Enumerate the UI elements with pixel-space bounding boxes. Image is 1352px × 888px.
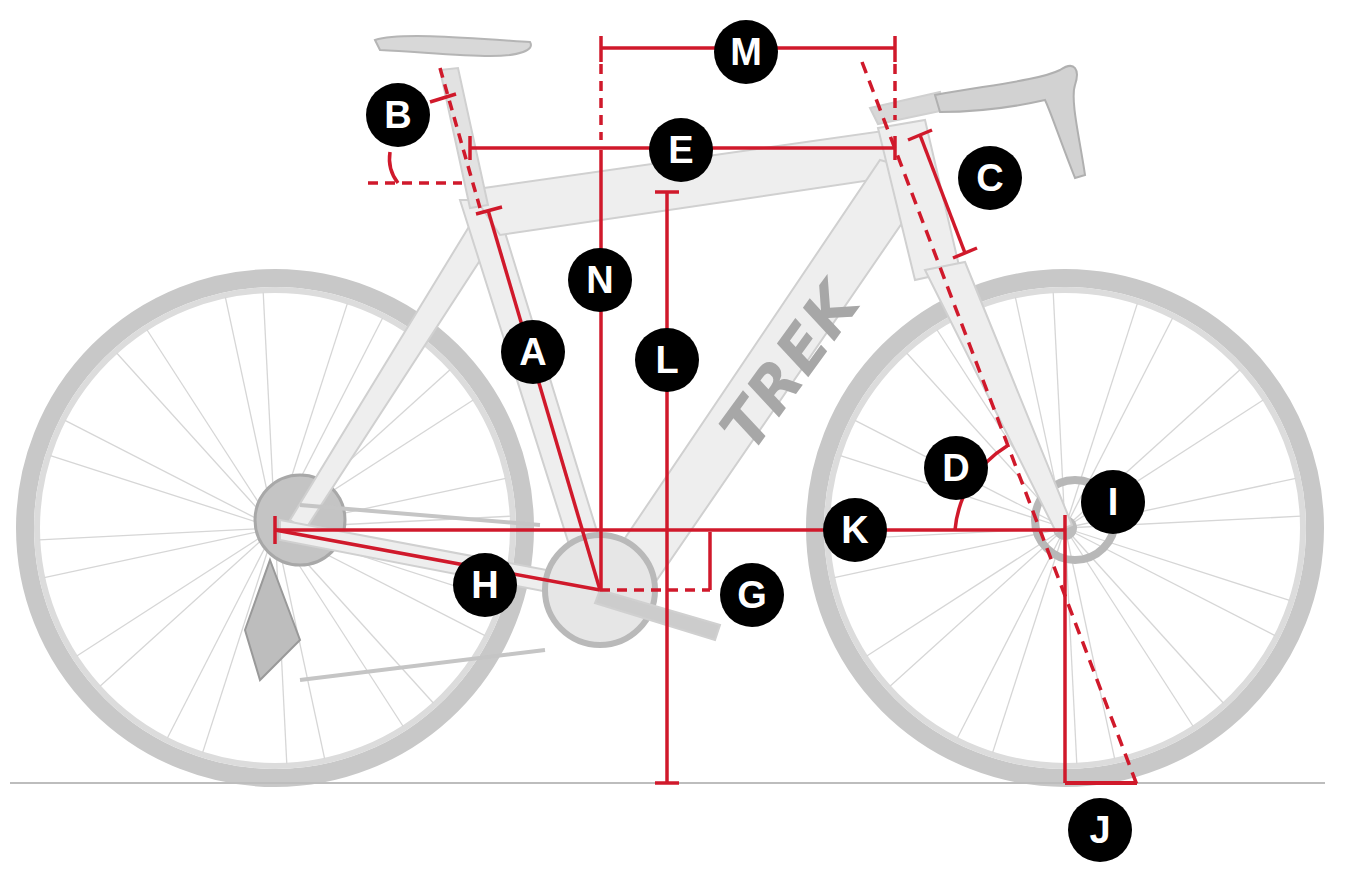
dim-l	[665, 192, 669, 783]
dim-k	[275, 528, 1065, 532]
down-tube	[590, 160, 935, 590]
spoke	[39, 528, 275, 540]
dim-b-arc	[389, 152, 398, 183]
head-tube-axis	[862, 62, 1137, 785]
callout-text: N	[586, 261, 613, 299]
saddle	[375, 36, 531, 56]
callout-letter: G	[720, 563, 784, 627]
dim-h	[275, 530, 600, 590]
callout-text: K	[841, 511, 868, 549]
seat-tube-axis	[440, 68, 480, 208]
callout-text: I	[1108, 483, 1119, 521]
callout-letter: I	[1081, 470, 1145, 534]
callout-text: J	[1089, 811, 1110, 849]
dim-b-horizontal	[368, 181, 462, 185]
tick	[908, 130, 932, 140]
seat-stay	[290, 225, 490, 530]
tick	[655, 781, 679, 785]
dim-g-dashed	[600, 588, 710, 592]
callout-letter: N	[568, 248, 632, 312]
callout-text: H	[471, 566, 498, 604]
callout-text: B	[384, 96, 411, 134]
dim-c	[920, 135, 965, 253]
callout-letter: H	[453, 553, 517, 617]
spoke	[147, 330, 275, 528]
rear-tire	[25, 278, 525, 778]
tick	[893, 36, 897, 62]
spoke	[50, 456, 275, 528]
tick	[655, 190, 679, 194]
seat-post	[440, 68, 488, 208]
tick	[953, 248, 977, 258]
spoke	[100, 528, 275, 686]
callout-text: M	[730, 33, 762, 71]
spoke	[957, 528, 1065, 738]
spoke	[1065, 528, 1275, 636]
tick	[599, 36, 603, 62]
tick	[468, 136, 472, 160]
callout-letter: B	[366, 83, 430, 147]
frame	[245, 36, 1085, 680]
dimension-lines	[275, 36, 1137, 785]
spoke	[1065, 528, 1290, 600]
spoke	[77, 528, 275, 656]
crank-arm	[595, 590, 720, 640]
dim-m-extension	[599, 64, 603, 140]
rear-rim	[37, 290, 513, 766]
callout-letter: M	[714, 20, 778, 84]
callout-letter: J	[1068, 798, 1132, 862]
dim-i	[1063, 515, 1067, 783]
dim-b-leader	[430, 94, 456, 102]
callout-text: C	[976, 159, 1003, 197]
head-tube	[878, 120, 960, 280]
callout-text: D	[942, 449, 969, 487]
rear-derailleur	[245, 560, 300, 680]
spoke	[65, 420, 275, 528]
callout-letter: A	[501, 320, 565, 384]
dim-g	[708, 532, 712, 590]
spoke	[867, 528, 1065, 656]
dim-j	[1065, 781, 1137, 785]
callout-letter: K	[823, 498, 887, 562]
tick	[476, 207, 502, 214]
callout-letter: E	[649, 118, 713, 182]
callout-text: L	[655, 341, 678, 379]
ground-line	[10, 782, 1325, 784]
spoke	[44, 528, 275, 578]
callout-letter: D	[924, 436, 988, 500]
fork	[925, 262, 1072, 532]
callout-letter: C	[958, 146, 1022, 210]
dim-m-extension	[893, 64, 897, 120]
callout-text: E	[668, 131, 693, 169]
callout-letter: L	[635, 328, 699, 392]
dim-n	[599, 150, 603, 590]
spoke	[890, 528, 1065, 686]
callout-text: A	[519, 333, 546, 371]
callout-text: G	[737, 576, 767, 614]
spoke	[117, 353, 275, 528]
spoke	[993, 528, 1065, 753]
tick	[893, 136, 897, 160]
